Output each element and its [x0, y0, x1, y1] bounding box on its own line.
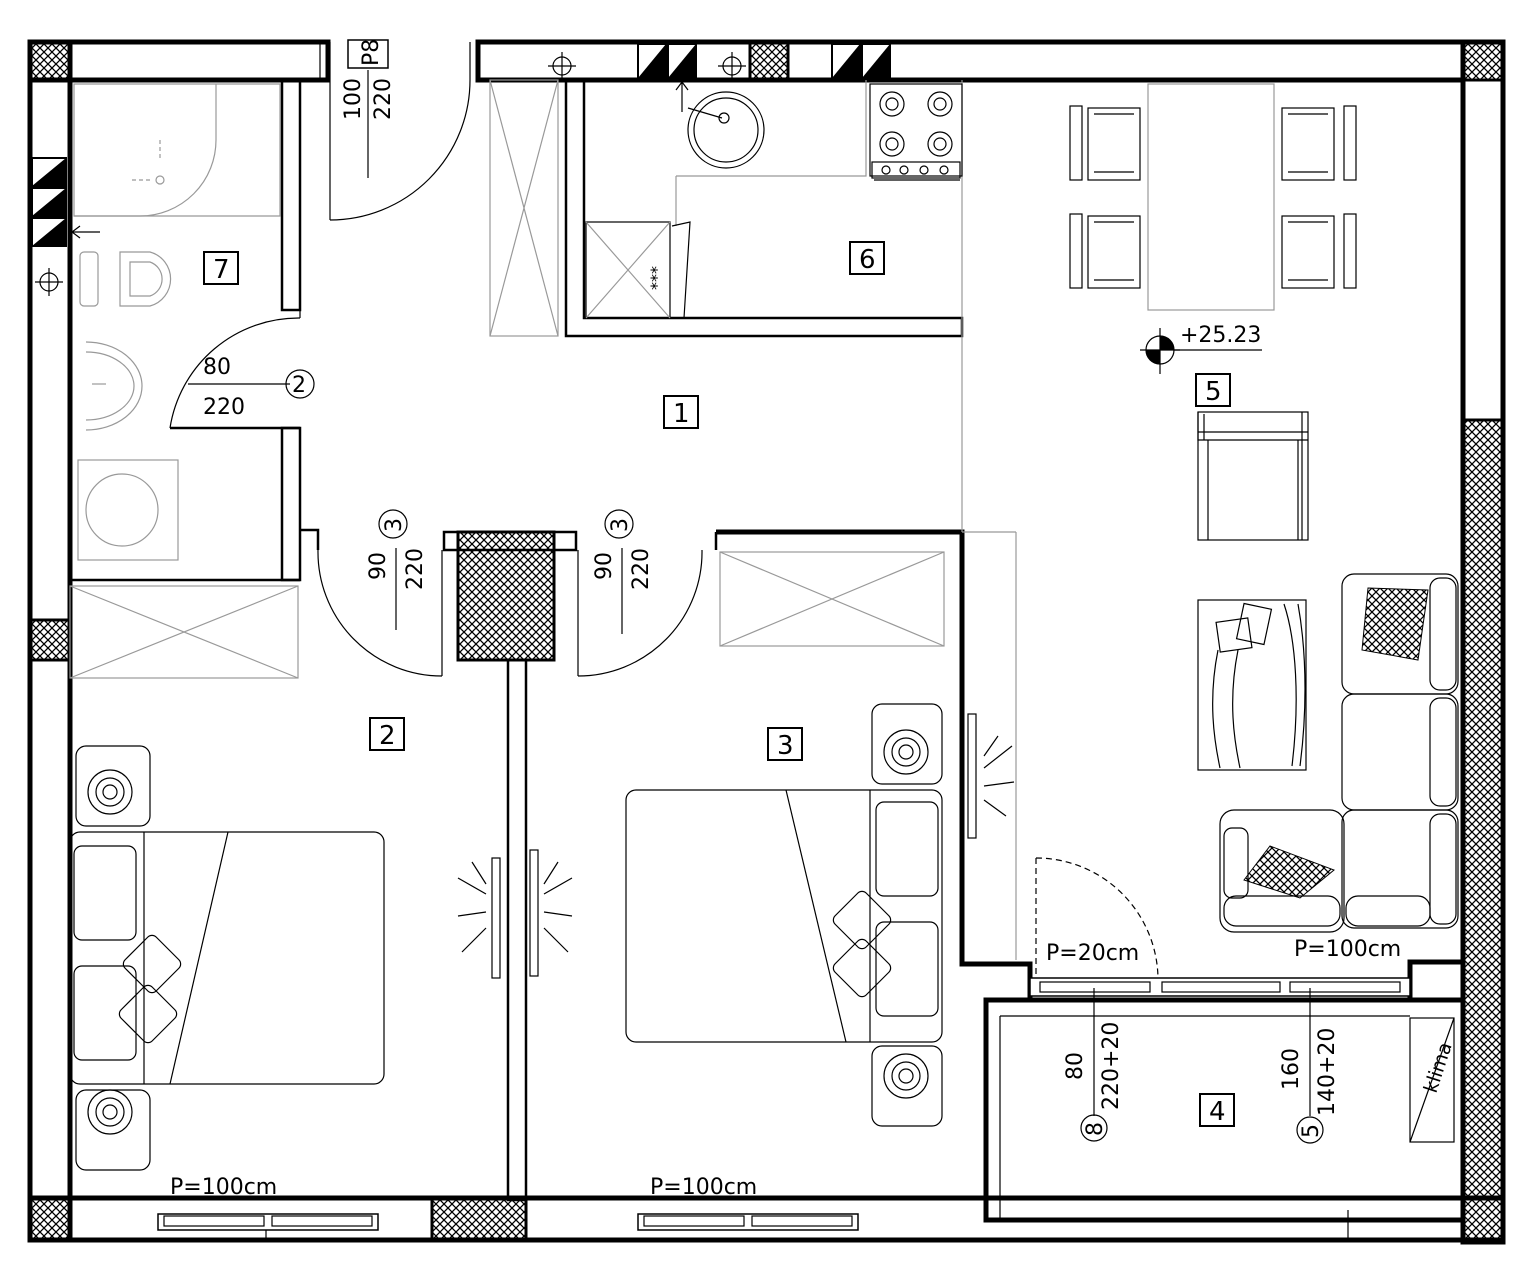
entry-door: P8 100 220 [329, 39, 471, 221]
window-bedroom2: P=100cm [157, 1175, 379, 1240]
exterior-walls [27, 39, 1506, 1245]
fridge-mark: *** [647, 266, 666, 290]
svg-text:2: 2 [379, 721, 396, 751]
vent-arrow-kitchen [675, 81, 689, 112]
bedroom3-furniture [625, 551, 945, 1127]
vent-duct-top-2 [831, 43, 891, 79]
svg-text:4: 4 [1209, 1097, 1226, 1127]
interior-walls [70, 42, 1466, 1240]
cooktop [869, 83, 963, 181]
room-label-5: 5 [1195, 373, 1231, 407]
kitchen-fixtures: *** [489, 79, 963, 337]
bedroom2-furniture [69, 585, 385, 1171]
balcony-annotations: klima 80 220+20 8 160 140+20 5 [1063, 988, 1457, 1144]
balcony-door-width: 80 [1063, 1052, 1088, 1080]
window-bed2-label: P=100cm [170, 1175, 277, 1200]
entry-door-tag: P8 [359, 39, 384, 66]
bed3-door-width: 90 [592, 552, 617, 580]
bed2-door-height: 220 [403, 548, 428, 590]
room-label-4: 4 [1199, 1093, 1235, 1127]
bed2-door-type: 3 [382, 518, 407, 532]
crosshair-markers [35, 52, 746, 296]
bedroom3-door: 90 220 3 [577, 509, 703, 677]
svg-text:1: 1 [673, 399, 690, 429]
bath-door-height: 220 [203, 395, 245, 420]
svg-text:7: 7 [213, 255, 230, 285]
washbasin [85, 341, 143, 431]
chair [1069, 213, 1141, 289]
room-label-7: 7 [203, 251, 239, 285]
window-living-right-label: P=100cm [1294, 937, 1401, 962]
entry-door-width: 100 [341, 78, 366, 120]
dining-set [1069, 83, 1357, 311]
armchair [1197, 411, 1309, 541]
room-label-1: 1 [663, 395, 699, 429]
sliding-doors [457, 713, 1015, 979]
elevation-value: +25.23 [1180, 323, 1261, 348]
bed2-door-width: 90 [366, 552, 391, 580]
balcony-door-type: 8 [1083, 1122, 1108, 1136]
vent-duct-left [31, 157, 100, 247]
window-living-balcony: P=20cm P=100cm [1029, 937, 1411, 997]
washing-machine [77, 459, 179, 561]
chair [1281, 213, 1357, 289]
balcony-door-height: 220+20 [1099, 1022, 1124, 1110]
svg-text:5: 5 [1205, 377, 1222, 407]
window-living-left-label: P=20cm [1046, 941, 1139, 966]
chair [1281, 105, 1357, 181]
vent-duct-top-1 [637, 43, 697, 79]
windows: P=100cm P=100cm P=20cm P=100cm [157, 713, 1411, 1240]
bathroom-door: 80 220 2 [169, 310, 315, 429]
fridge: *** [585, 221, 691, 319]
window-bedroom3: P=100cm [637, 1175, 859, 1231]
balcony-door [1035, 857, 1159, 979]
ventilation-ducts [31, 43, 891, 247]
crosshair-icon [718, 52, 746, 80]
svg-text:3: 3 [777, 731, 794, 761]
room-label-6: 6 [849, 241, 885, 275]
coffee-table [1197, 599, 1307, 771]
bath-door-width: 80 [203, 355, 231, 380]
room-label-2: 2 [369, 717, 405, 751]
sink [687, 91, 765, 169]
ac-label: klima [1420, 1040, 1457, 1096]
toilet [79, 251, 172, 307]
bed3-door-type: 3 [608, 518, 633, 532]
chair [1069, 105, 1141, 181]
crosshair-icon [35, 268, 63, 296]
bedroom2-door: 90 220 3 [317, 509, 443, 677]
bathroom-fixtures [73, 83, 281, 561]
balcony-window-width: 160 [1279, 1048, 1304, 1090]
room-label-3: 3 [767, 727, 803, 761]
crosshair-icon [548, 52, 576, 80]
sofa [1219, 573, 1459, 933]
bath-door-type: 2 [292, 373, 306, 398]
room-labels: 1 2 3 4 5 6 7 [203, 241, 1235, 1127]
balcony-window-type: 5 [1299, 1124, 1324, 1138]
svg-text:6: 6 [859, 245, 876, 275]
elevation-marker: +25.23 [1140, 323, 1262, 374]
balcony-window-height: 140+20 [1315, 1028, 1340, 1116]
doors: P8 100 220 80 220 2 90 220 3 [169, 39, 1159, 979]
bed3-door-height: 220 [629, 548, 654, 590]
entry-door-height: 220 [371, 78, 396, 120]
window-bed3-label: P=100cm [650, 1175, 757, 1200]
